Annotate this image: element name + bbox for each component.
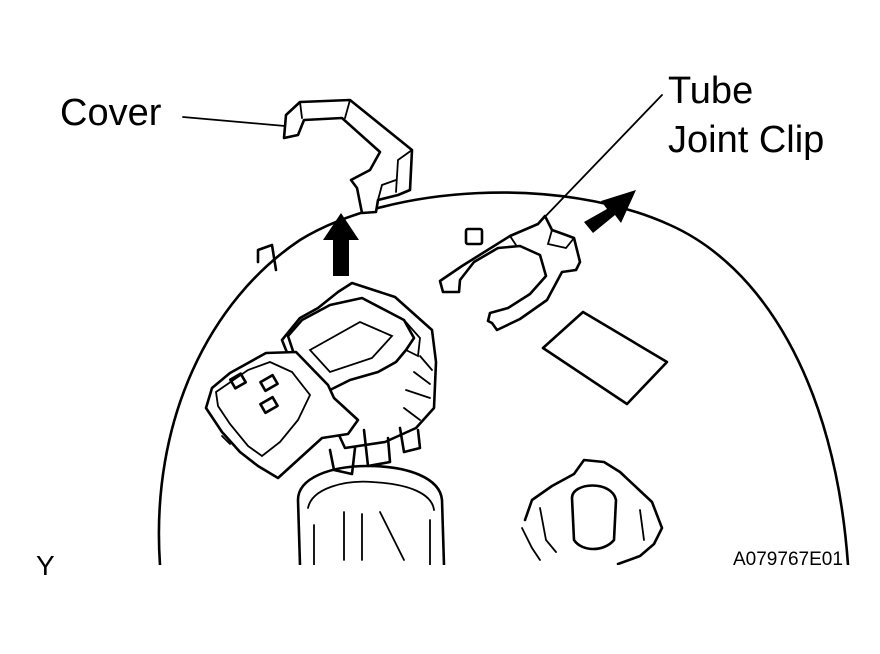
fuel-filter-port <box>296 464 446 567</box>
cover-leader-line <box>182 116 286 127</box>
tube-label: Tube <box>668 70 754 112</box>
outlet-port <box>521 458 664 566</box>
flange-tab <box>256 243 278 272</box>
figure-code: A079767E01 <box>733 549 843 570</box>
flange-outline <box>157 191 850 567</box>
cover-part <box>282 98 414 215</box>
cover-removal-arrow <box>323 213 359 276</box>
label-plate <box>541 310 669 406</box>
tube-joint-clip-part <box>438 214 582 332</box>
joint-clip-label: Joint Clip <box>668 119 825 161</box>
clip-leader-line <box>539 94 663 223</box>
view-letter: Y <box>36 550 55 581</box>
clip-removal-arrow <box>584 190 636 233</box>
cover-label: Cover <box>60 92 162 134</box>
square-hole <box>464 227 484 246</box>
connector-assembly <box>204 281 438 480</box>
